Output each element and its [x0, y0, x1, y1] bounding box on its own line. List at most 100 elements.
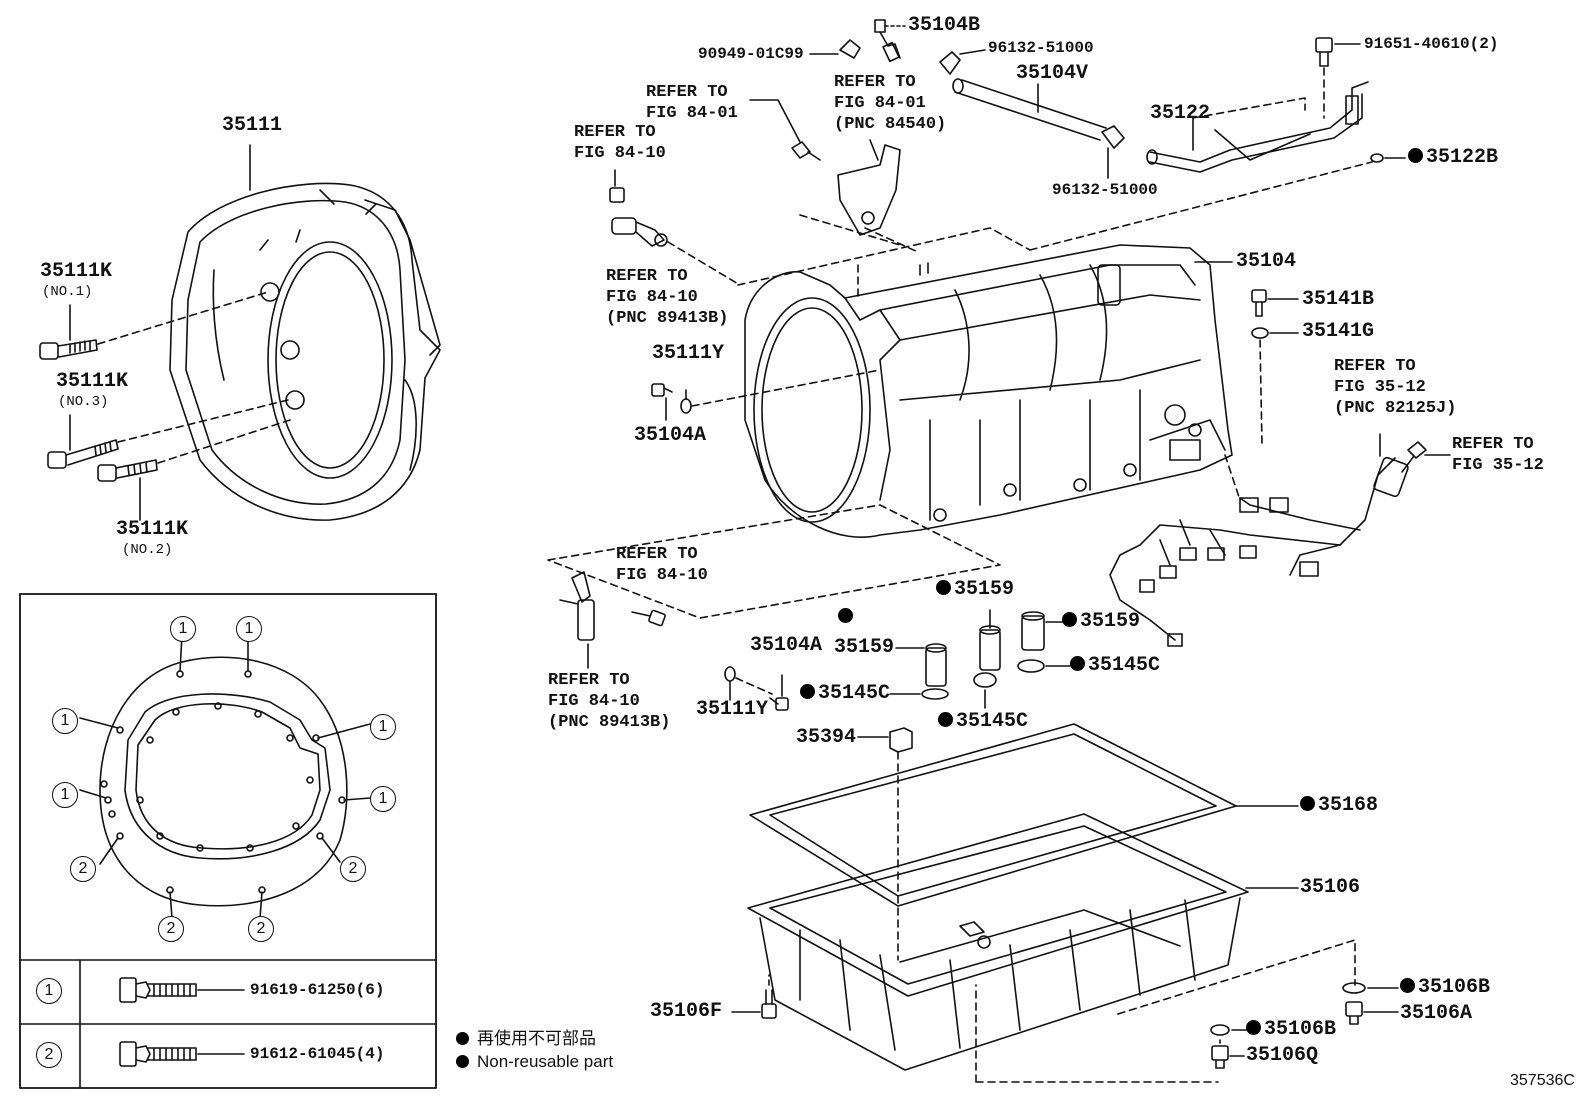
label-35145C-mid: 35145C: [938, 712, 1028, 732]
clip-96132-bottom: [1101, 125, 1125, 149]
refer-note-fig84-01-pnc84540: REFER TO FIG 84-01 (PNC 84540): [834, 73, 947, 134]
oil-pan-35106: [747, 813, 1249, 1071]
label-35122: 35122: [1150, 102, 1211, 125]
label-35106A: 35106A: [1400, 1002, 1473, 1025]
diagram-id: 357536C: [1510, 1072, 1575, 1089]
plug-35159-mid: [979, 625, 1001, 671]
label-35104A-upper: 35104A: [634, 424, 707, 447]
non-reusable-dot: [1070, 656, 1085, 671]
wire-harness: [1109, 456, 1409, 647]
non-reusable-dot: [1062, 612, 1077, 627]
bolt-35104A-upper: [651, 383, 673, 397]
non-reusable-dot: [1408, 148, 1423, 163]
non-reusable-dot: [936, 580, 951, 595]
transmission-case: [744, 244, 1233, 539]
non-reusable-dot: [938, 712, 953, 727]
non-reusable-dot: [1246, 1020, 1261, 1035]
label-35111K-no2-sub: (NO.2): [122, 542, 173, 558]
sensor-left-upper: [609, 187, 668, 247]
converter-housing: [169, 182, 441, 521]
sensor-lower-left: [559, 571, 595, 641]
inset-callout-1: 1: [52, 782, 78, 808]
plug-35159-left: [925, 643, 947, 687]
bolt-35111K-no1: [39, 339, 98, 360]
bolt-right: [1401, 441, 1427, 473]
bolt-lower-left: [631, 609, 666, 627]
table-bolt-1: [119, 977, 245, 1003]
bolt-35111K-no2: [97, 459, 158, 482]
refer-note-fig84-10-pnc89413B-a: REFER TO FIG 84-10 (PNC 89413B): [606, 267, 729, 328]
plug-35159-right: [1021, 611, 1045, 651]
non-reusable-dot: [1400, 978, 1415, 993]
table-part-2: 91612-61045(4): [250, 1045, 385, 1063]
label-35111K-no3-sub: (NO.3): [58, 394, 109, 410]
bolt-35104A-lower: [769, 697, 789, 711]
label-35111K-no3: 35111K: [56, 370, 129, 393]
magnet-35394: [889, 727, 913, 753]
label-35106B-right: 35106B: [1400, 978, 1490, 998]
refer-note-fig84-10-a: REFER TO FIG 84-10: [574, 123, 666, 163]
legend-dot: [456, 1055, 469, 1068]
label-35104B: 35104B: [908, 14, 981, 37]
label-35141B: 35141B: [1302, 288, 1375, 311]
label-91651-40610: 91651-40610(2): [1364, 35, 1499, 53]
label-90949-01C99: 90949-01C99: [698, 45, 804, 63]
inset-callout-2: 2: [70, 856, 96, 882]
refer-note-fig35-12: REFER TO FIG 35-12: [1452, 435, 1544, 475]
vent-plug-35104B: [874, 19, 901, 63]
inset-callout-2: 2: [248, 916, 274, 942]
label-35141G: 35141G: [1302, 320, 1375, 343]
bolt-91651: [1315, 37, 1333, 67]
label-35111Y-upper: 35111Y: [652, 342, 725, 365]
table-bolt-2: [119, 1041, 245, 1067]
sensor-84540: [837, 139, 901, 236]
label-35168: 35168: [1300, 796, 1378, 816]
refer-note-fig84-10-pnc89413B-b: REFER TO FIG 84-10 (PNC 89413B): [548, 671, 671, 732]
label-96132-51000-bottom: 96132-51000: [1052, 181, 1158, 199]
non-reusable-dot: [800, 684, 815, 699]
label-35159-right: 35159: [1062, 612, 1140, 632]
inset-callout-1: 1: [170, 616, 196, 642]
bolt-location-inset: [19, 593, 437, 1089]
legend-dot: [456, 1032, 469, 1045]
refer-note-fig84-01-a: REFER TO FIG 84-01: [646, 83, 738, 123]
label-35122B: 35122B: [1408, 148, 1498, 168]
refer-note-fig35-12-pnc82125J: REFER TO FIG 35-12 (PNC 82125J): [1334, 357, 1457, 418]
label-35104V: 35104V: [1016, 62, 1089, 85]
inset-callout-1: 1: [370, 786, 396, 812]
label-35106: 35106: [1300, 876, 1361, 899]
bolt-35106Q: [1211, 1045, 1229, 1069]
table-mark-1: 1: [36, 978, 62, 1004]
label-35106F: 35106F: [650, 1000, 723, 1023]
inset-callout-2: 2: [158, 916, 184, 942]
bolt-upper: [791, 141, 821, 161]
label-35394: 35394: [796, 726, 857, 749]
non-reusable-dot: [838, 608, 853, 623]
label-35104: 35104: [1236, 250, 1297, 273]
inset-callout-1: 1: [52, 708, 78, 734]
label-35104A-lower: 35104A: [750, 634, 823, 657]
label-35111K-no2: 35111K: [116, 518, 189, 541]
oil-pipe-35122: [1146, 81, 1369, 173]
clip-96132-top: [939, 51, 961, 75]
label-35159-left-text: 35159: [834, 636, 895, 659]
label-35145C-right: 35145C: [1070, 656, 1160, 676]
label-35159-left: [838, 608, 856, 638]
inset-callout-1: 1: [236, 616, 262, 642]
bolt-35106F: [761, 989, 777, 1019]
table-mark-2: 2: [36, 1042, 62, 1068]
label-35159-mid: 35159: [936, 580, 1014, 600]
label-35106B-lower: 35106B: [1246, 1020, 1336, 1040]
gasket-35168: [749, 723, 1237, 907]
non-reusable-dot: [1300, 796, 1315, 811]
inset-callout-2: 2: [340, 856, 366, 882]
refer-note-fig84-10-b: REFER TO FIG 84-10: [616, 545, 708, 585]
bolt-35111K-no3: [47, 439, 119, 469]
legend-english: Non-reusable part: [456, 1052, 613, 1072]
label-35145C-left: 35145C: [800, 684, 890, 704]
legend-japanese: 再使用不可部品: [456, 1024, 596, 1049]
clip-90949: [839, 39, 861, 59]
label-35106Q: 35106Q: [1246, 1044, 1319, 1067]
bolt-35106A: [1345, 1001, 1363, 1025]
